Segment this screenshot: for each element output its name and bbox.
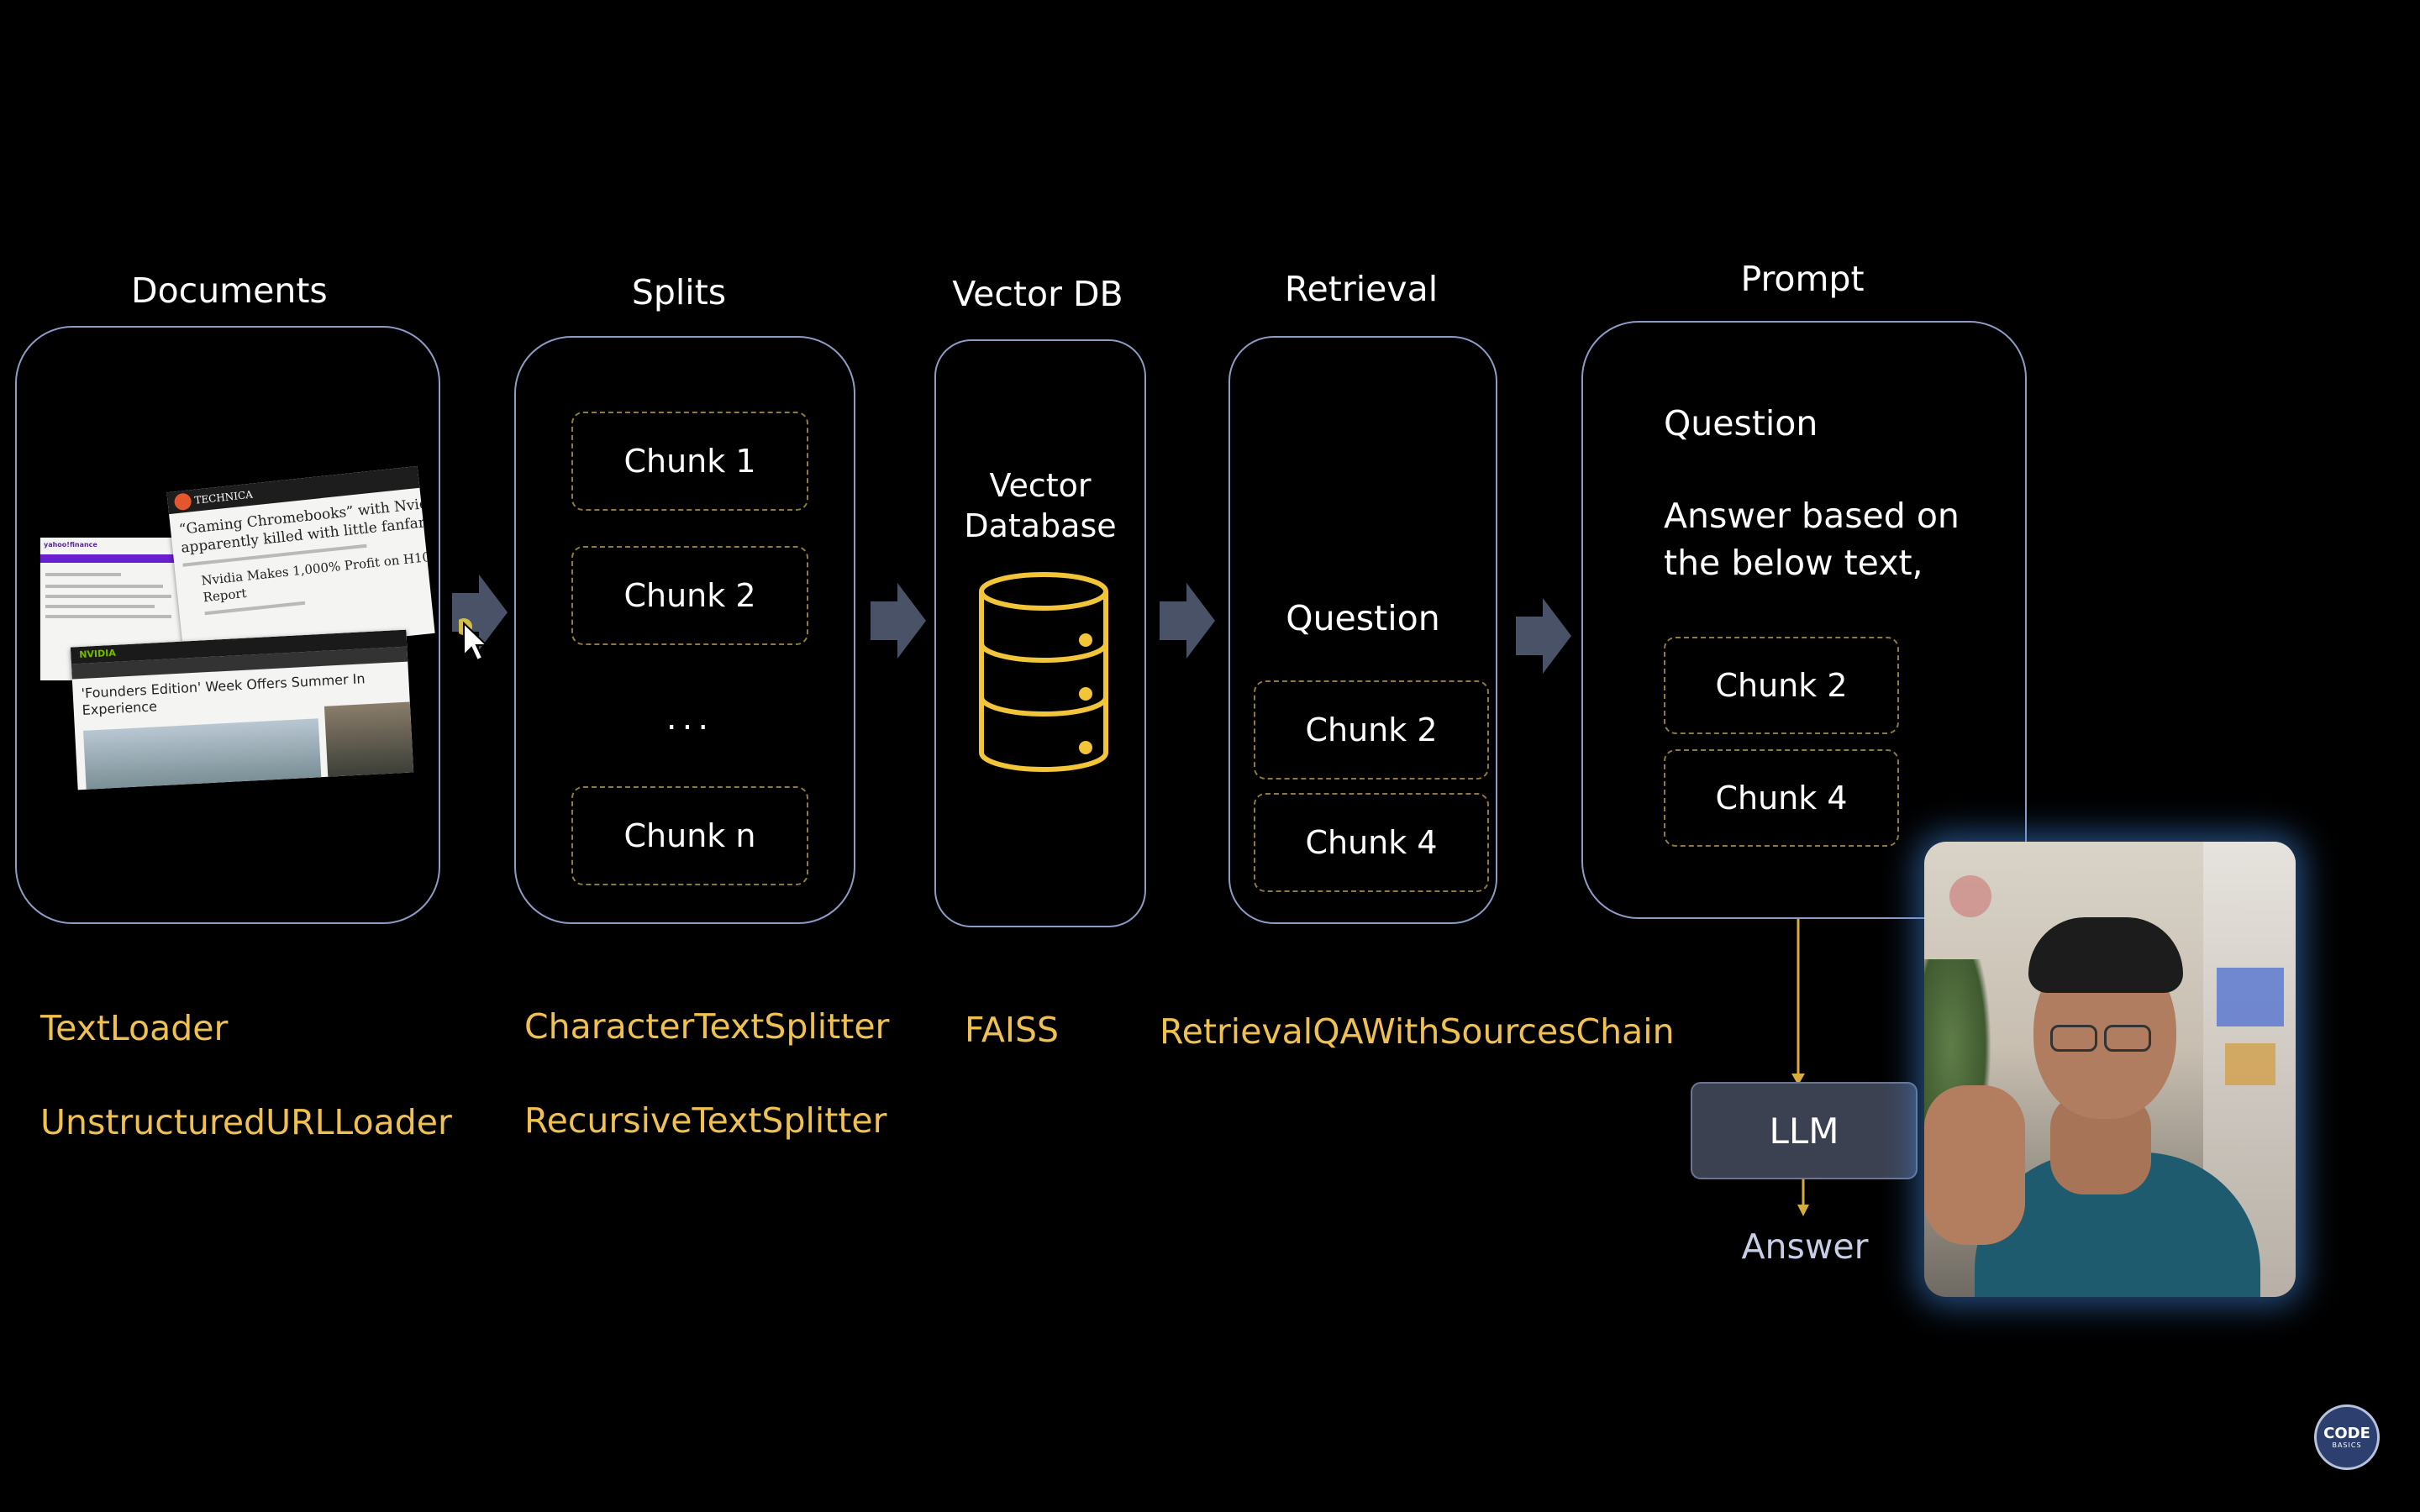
- flow-arrow-4: [1516, 598, 1571, 674]
- codebasics-logo: CODE BASICS: [2314, 1404, 2380, 1470]
- nvidia-logo: NVIDIA: [78, 647, 117, 661]
- nvidia-screenshot: NVIDIA 'Founders Edition' Week Offers Su…: [70, 629, 414, 790]
- splits-title: Splits: [631, 272, 727, 312]
- lib-charactertextsplitter: CharacterTextSplitter: [524, 1006, 890, 1047]
- yahoo-logo: yahoo!finance: [44, 541, 97, 549]
- prompt-instruction-line-2: the below text,: [1664, 543, 1923, 583]
- documents-title: Documents: [131, 270, 328, 311]
- logo-text-code: CODE: [2323, 1424, 2370, 1442]
- prompt-panel: Question Answer based on the below text,…: [1581, 321, 2027, 919]
- flow-arrow-2: [871, 583, 926, 659]
- prompt-question: Question: [1664, 403, 1818, 444]
- prompt-to-llm-connector: [1790, 919, 1807, 1090]
- split-chunk-n: Chunk n: [571, 786, 808, 885]
- lib-unstructuredurlloader: UnstructuredURLLoader: [40, 1102, 452, 1142]
- prompt-chunk-2: Chunk 2: [1664, 637, 1899, 734]
- headline-2b: Report: [202, 585, 248, 606]
- lib-recursivetextsplitter: RecursiveTextSplitter: [524, 1100, 887, 1141]
- retrieval-question: Question: [1286, 598, 1440, 638]
- presenter-webcam: [1924, 842, 2296, 1297]
- vectordb-panel: Vector Database: [934, 339, 1146, 927]
- vectordb-inner-title-2: Database: [964, 507, 1117, 544]
- answer-label: Answer: [1741, 1226, 1869, 1267]
- llm-to-answer-connector: [1795, 1179, 1812, 1221]
- documents-panel: yahoo!finance TECHNICA “Gaming Chromeboo…: [15, 326, 440, 924]
- retrieval-chunk-2: Chunk 2: [1254, 680, 1489, 780]
- lib-faiss: FAISS: [965, 1010, 1060, 1050]
- prompt-title: Prompt: [1740, 259, 1865, 299]
- splits-panel: Chunk 1 Chunk 2 ... Chunk n: [514, 336, 855, 924]
- mouse-cursor-icon: [455, 618, 489, 667]
- retrieval-title: Retrieval: [1284, 269, 1439, 309]
- vectordb-title: Vector DB: [952, 274, 1123, 314]
- lib-textloader: TextLoader: [40, 1008, 229, 1048]
- split-chunk-1: Chunk 1: [571, 412, 808, 511]
- flow-arrow-3: [1160, 583, 1215, 659]
- prompt-chunk-4: Chunk 4: [1664, 749, 1899, 847]
- split-chunk-2: Chunk 2: [571, 546, 808, 645]
- lib-retrievalqawithsourceschain: RetrievalQAWithSourcesChain: [1160, 1011, 1675, 1052]
- logo-text-basics: BASICS: [2332, 1441, 2362, 1449]
- retrieval-panel: Question Chunk 2 Chunk 4: [1228, 336, 1497, 924]
- database-icon: [976, 571, 1111, 776]
- document-screenshots-collage: yahoo!finance TECHNICA “Gaming Chromeboo…: [40, 465, 435, 790]
- prompt-instruction-line-1: Answer based on: [1664, 496, 1960, 536]
- llm-box: LLM: [1691, 1082, 1918, 1179]
- headline-3b: Experience: [82, 698, 158, 718]
- split-ellipsis: ...: [666, 699, 714, 738]
- retrieval-chunk-4: Chunk 4: [1254, 793, 1489, 892]
- llm-label: LLM: [1769, 1110, 1839, 1152]
- vectordb-inner-title-1: Vector: [989, 467, 1092, 504]
